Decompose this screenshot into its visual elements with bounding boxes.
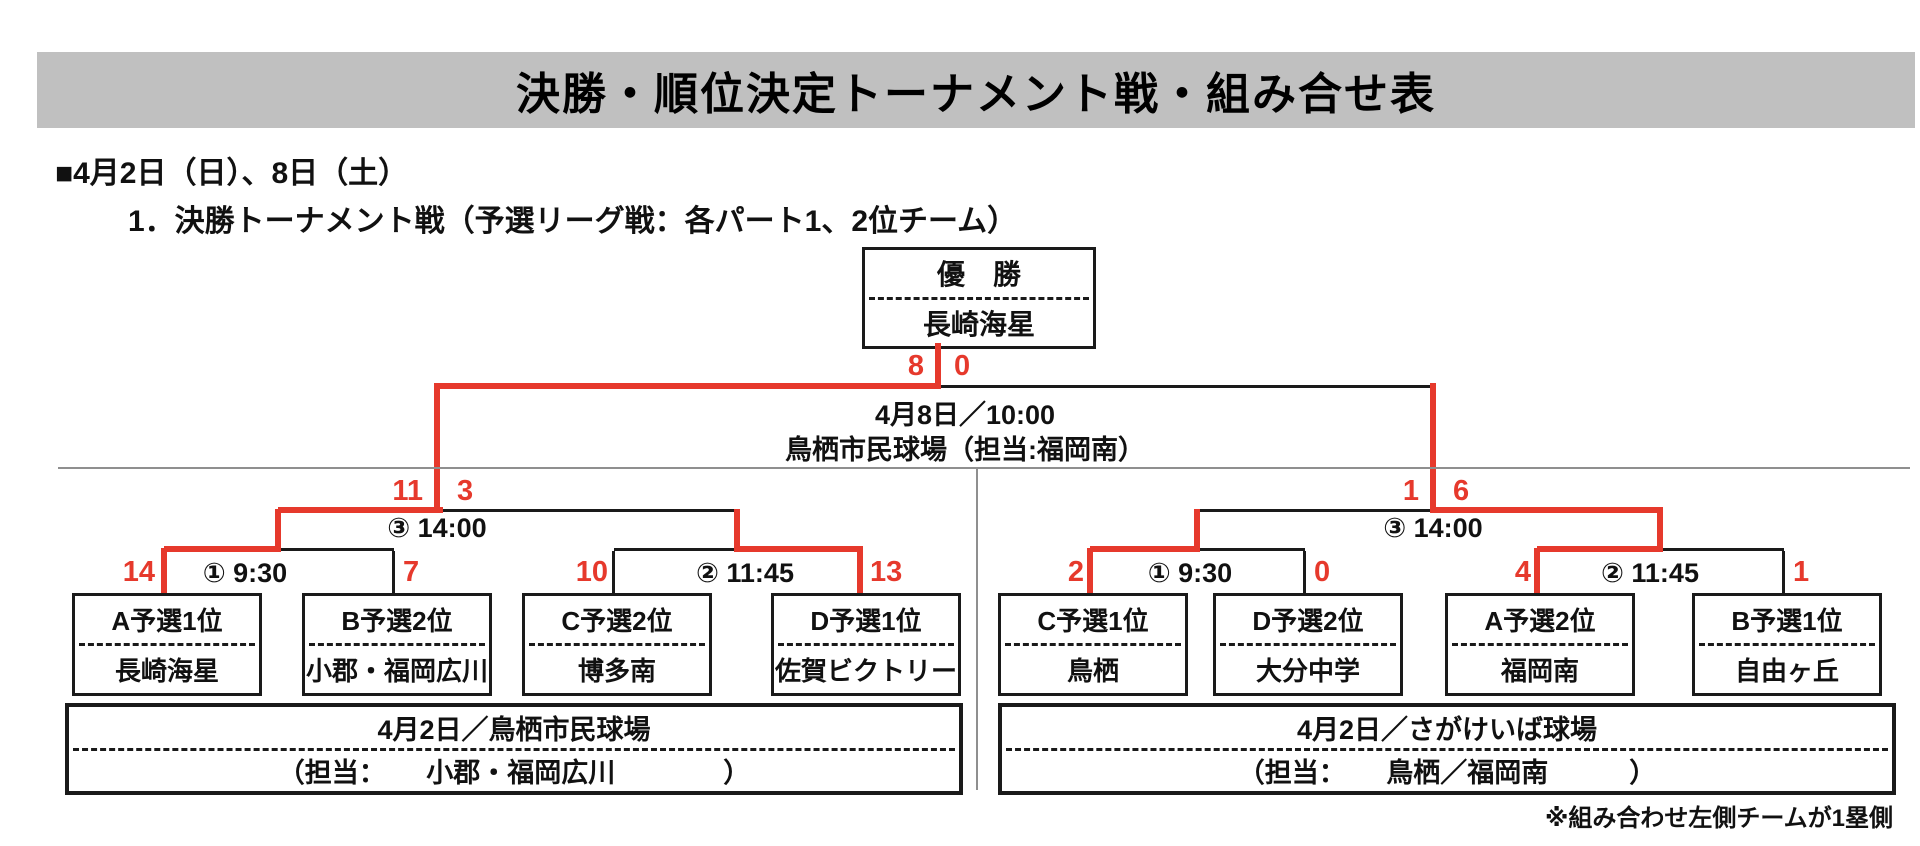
- champion-label: 優 勝: [936, 259, 1021, 291]
- qf3-score-right: 0: [1314, 556, 1331, 588]
- team3-riser-line: [612, 551, 615, 593]
- team-name: 博多南: [577, 656, 656, 686]
- team-box-divider: [1699, 643, 1875, 646]
- qf2-riser-line: [734, 509, 740, 551]
- team-seed: D予選2位: [1252, 606, 1364, 636]
- team-name: 大分中学: [1255, 656, 1360, 686]
- final-connector-winner-line: [437, 383, 941, 389]
- team6-riser-line: [1303, 551, 1306, 593]
- qf3-time-label: ① 9:30: [1147, 558, 1233, 588]
- qf3-winner-line: [1090, 546, 1200, 552]
- venue-right-line1: 4月2日／さがけいば球場: [1296, 714, 1598, 745]
- semifinal-right-score-left: 1: [1402, 475, 1419, 507]
- semifinal-left-connector-line: [278, 509, 737, 512]
- bracket-subtitle: 1．決勝トーナメント戦（予選リーグ戦：各パート1、2位チーム）: [128, 205, 1018, 238]
- title-banner: 決勝・順位決定トーナメント戦・組み合せ表: [37, 52, 1915, 128]
- venue-box-left: 4月2日／鳥栖市民球場 （担当： 小郡・福岡広川 ）: [65, 703, 963, 795]
- team-box-divider: [1452, 643, 1628, 646]
- team2-riser-line: [392, 551, 395, 593]
- semifinal-left-winner-line: [278, 507, 443, 513]
- team-name: 福岡南: [1500, 656, 1579, 686]
- semifinal-left-riser-line: [434, 383, 440, 511]
- center-divider-line: [976, 467, 978, 790]
- page-title: 決勝・順位決定トーナメント戦・組み合せ表: [516, 70, 1436, 119]
- qf2-score-left: 10: [575, 556, 608, 588]
- semifinal-left-time-label: ③ 14:00: [387, 513, 487, 543]
- qf2-score-right: 13: [870, 556, 903, 588]
- footnote: ※組み合わせ左側チームが1塁側: [1545, 805, 1893, 832]
- team-box-7: A予選2位 福岡南: [1445, 593, 1635, 696]
- final-score-right: 0: [954, 350, 971, 382]
- semifinal-left-score-left: 11: [392, 475, 423, 507]
- horizontal-divider-line: [58, 467, 1910, 469]
- team-box-divider: [778, 643, 954, 646]
- qf1-time-label: ① 9:30: [202, 558, 288, 588]
- semifinal-right-time-label: ③ 14:00: [1383, 513, 1483, 543]
- team-box-1: A予選1位 長崎海星: [72, 593, 262, 696]
- team4-riser-line: [857, 548, 863, 593]
- champion-box: 優 勝 長崎海星: [862, 247, 1096, 349]
- venue-left-line1: 4月2日／鳥栖市民球場: [377, 714, 651, 745]
- semifinal-right-riser-line: [1430, 383, 1436, 511]
- venue-box-right: 4月2日／さがけいば球場 （担当： 鳥栖／福岡南 ）: [998, 703, 1896, 795]
- qf2-winner-line: [734, 546, 863, 552]
- champion-team: 長崎海星: [922, 308, 1035, 340]
- team8-riser-line: [1782, 551, 1785, 593]
- team-seed: D予選1位: [810, 606, 922, 636]
- qf1-riser-line: [275, 509, 281, 551]
- semifinal-right-winner-line: [1430, 507, 1663, 513]
- venue-right-line2: （担当： 鳥栖／福岡南 ）: [1237, 758, 1657, 789]
- qf4-time-label: ② 11:45: [1601, 558, 1699, 588]
- team-name: 長崎海星: [114, 656, 219, 686]
- final-venue: 鳥栖市民球場（担当:福岡南）: [785, 435, 1145, 465]
- team-name: 小郡・福岡広川: [305, 656, 488, 686]
- team-seed: B予選2位: [341, 606, 453, 636]
- team-seed: B予選1位: [1731, 606, 1843, 636]
- team-box-divider: [79, 643, 255, 646]
- qf1-score-left: 14: [122, 556, 155, 588]
- qf4-score-right: 1: [1793, 556, 1810, 588]
- semifinal-right-score-right: 6: [1453, 475, 1470, 507]
- team1-riser-line: [161, 548, 167, 593]
- team-box-5: C予選1位 鳥栖: [998, 593, 1188, 696]
- champion-riser-line: [935, 343, 941, 387]
- team-box-6: D予選2位 大分中学: [1213, 593, 1403, 696]
- team-seed: C予選1位: [1037, 606, 1149, 636]
- qf3-score-left: 2: [1067, 556, 1084, 588]
- qf1-score-right: 7: [403, 556, 420, 588]
- qf4-winner-line: [1537, 546, 1663, 552]
- semifinal-left-score-right: 3: [457, 475, 474, 507]
- team5-riser-line: [1087, 548, 1093, 593]
- team-box-divider: [309, 643, 485, 646]
- final-score-left: 8: [907, 350, 924, 382]
- qf4-riser-line: [1657, 509, 1663, 551]
- champion-box-divider: [869, 296, 1089, 300]
- final-datetime: 4月8日／10:00: [874, 400, 1056, 430]
- team-seed: A予選1位: [111, 606, 223, 636]
- team-box-divider: [1220, 643, 1396, 646]
- semifinal-right-connector-line: [1197, 509, 1433, 512]
- team-box-divider: [529, 643, 705, 646]
- qf1-winner-line: [164, 546, 281, 552]
- team-name: 佐賀ビクトリー: [774, 656, 957, 686]
- team7-riser-line: [1534, 548, 1540, 593]
- team-box-divider: [1005, 643, 1181, 646]
- team-name: 鳥栖: [1066, 656, 1119, 686]
- team-name: 自由ヶ丘: [1734, 656, 1839, 686]
- team-seed: C予選2位: [561, 606, 673, 636]
- venue-box-divider: [1006, 747, 1888, 751]
- venue-left-line2: （担当： 小郡・福岡広川 ）: [277, 758, 751, 789]
- qf2-time-label: ② 11:45: [696, 558, 794, 588]
- venue-box-divider: [73, 747, 955, 751]
- date-heading: ■4月2日（日）、8日（土）: [55, 157, 409, 190]
- qf4-score-left: 4: [1514, 556, 1531, 588]
- team-box-4: D予選1位 佐賀ビクトリー: [771, 593, 961, 696]
- team-box-2: B予選2位 小郡・福岡広川: [302, 593, 492, 696]
- team-seed: A予選2位: [1484, 606, 1596, 636]
- team-box-8: B予選1位 自由ヶ丘: [1692, 593, 1882, 696]
- qf3-riser-line: [1194, 509, 1200, 551]
- team-box-3: C予選2位 博多南: [522, 593, 712, 696]
